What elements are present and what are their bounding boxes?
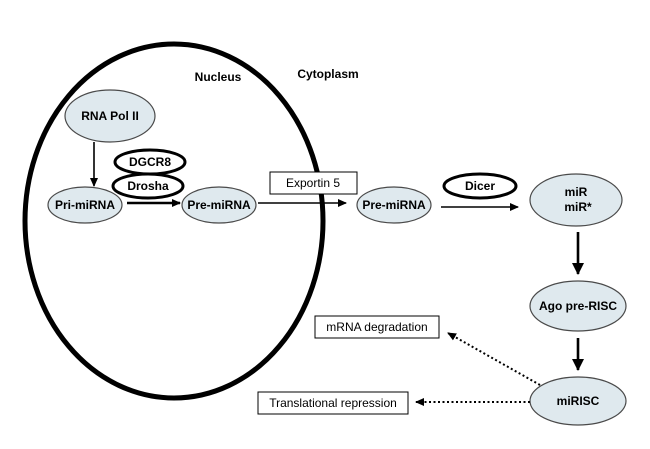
mir-duplex-node: miR miR* bbox=[529, 173, 623, 227]
mrna-degradation-label: mRNA degradation bbox=[326, 320, 427, 334]
nucleus-membrane bbox=[22, 41, 326, 401]
exportin5-label: Exportin 5 bbox=[286, 176, 340, 190]
pri-mirna-node: Pri-miRNA bbox=[47, 186, 123, 224]
drosha-label: Drosha bbox=[127, 179, 169, 193]
exportin5-box: Exportin 5 bbox=[269, 171, 358, 195]
dicer-enzyme: Dicer bbox=[442, 172, 518, 200]
mrna-degradation-box: mRNA degradation bbox=[314, 315, 440, 339]
mirisc-label: miRISC bbox=[557, 394, 600, 408]
dgcr8-enzyme: DGCR8 bbox=[113, 148, 187, 176]
pre-mirna-nuclear-node: Pre-miRNA bbox=[181, 186, 257, 224]
pre-mirna-cytoplasm-label: Pre-miRNA bbox=[362, 198, 426, 212]
pri-mirna-label: Pri-miRNA bbox=[55, 198, 115, 212]
mirisc-node: miRISC bbox=[529, 376, 627, 426]
rna-pol-ii-label: RNA Pol II bbox=[81, 109, 139, 123]
nucleus-label: Nucleus bbox=[195, 70, 242, 84]
pre-mirna-nuclear-label: Pre-miRNA bbox=[187, 198, 251, 212]
drosha-enzyme: Drosha bbox=[111, 172, 185, 200]
dicer-label: Dicer bbox=[465, 179, 495, 193]
cytoplasm-label: Cytoplasm bbox=[297, 67, 358, 81]
rna-pol-ii-node: RNA Pol II bbox=[64, 89, 156, 143]
pre-mirna-cytoplasm-node: Pre-miRNA bbox=[356, 186, 432, 224]
arrow-mirisc-to-mrna-degradation bbox=[447, 332, 541, 386]
translational-repression-box: Translational repression bbox=[257, 391, 409, 415]
mir-star-label: miR* bbox=[564, 200, 592, 214]
mir-label: miR bbox=[565, 185, 588, 199]
ago-pre-risc-label: Ago pre-RISC bbox=[539, 299, 617, 313]
ago-pre-risc-node: Ago pre-RISC bbox=[529, 280, 627, 332]
translational-repression-label: Translational repression bbox=[269, 396, 397, 410]
dgcr8-label: DGCR8 bbox=[129, 155, 171, 169]
